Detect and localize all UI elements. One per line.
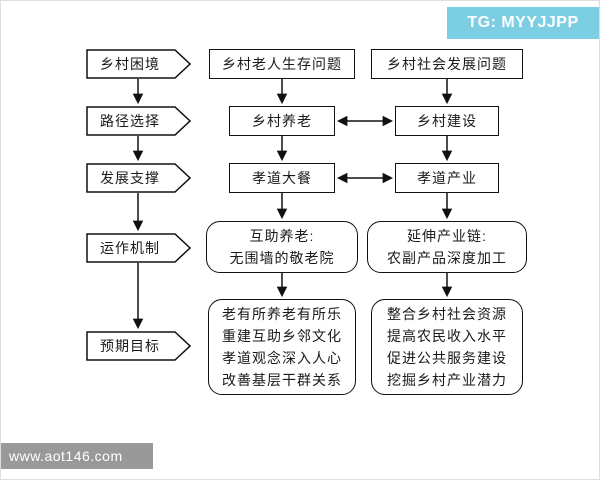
- village-mechanism-line: 农副产品深度加工: [387, 250, 507, 266]
- elder-goal-line: 老有所养老有所乐: [222, 306, 342, 322]
- elder-mechanism-line: 无围墙的敬老院: [229, 250, 335, 266]
- village-goal-line: 提高农民收入水平: [387, 328, 507, 344]
- village-mechanism-line: 延伸产业链:: [407, 228, 487, 244]
- elder-mechanism-box: 互助养老: 无围墙的敬老院: [206, 221, 358, 273]
- stage-box-goal: 预期目标: [86, 331, 191, 361]
- village-mechanism-box: 延伸产业链: 农副产品深度加工: [367, 221, 527, 273]
- telegram-watermark-badge: TG: MYYJJPP: [447, 7, 599, 39]
- pentagon-shape: [86, 331, 191, 361]
- elder-problem-box: 乡村老人生存问题: [209, 49, 355, 79]
- elder-support-box: 孝道大餐: [229, 163, 335, 193]
- village-support-box: 孝道产业: [395, 163, 499, 193]
- village-path-box: 乡村建设: [395, 106, 499, 136]
- village-problem-box: 乡村社会发展问题: [371, 49, 523, 79]
- village-goal-line: 促进公共服务建设: [387, 350, 507, 366]
- pentagon-shape: [86, 233, 191, 263]
- website-watermark: www.aot146.com: [1, 443, 153, 469]
- stage-label: 预期目标: [100, 338, 160, 354]
- stage-box-support: 发展支撑: [86, 163, 191, 193]
- stage-box-mechanism: 运作机制: [86, 233, 191, 263]
- pentagon-shape: [86, 106, 191, 136]
- elder-goal-line: 改善基层干群关系: [222, 372, 342, 388]
- pentagon-shape: [86, 49, 191, 79]
- stage-box-dilemma: 乡村困境: [86, 49, 191, 79]
- stage-label: 乡村困境: [100, 56, 160, 72]
- village-goal-box: 整合乡村社会资源 提高农民收入水平 促进公共服务建设 挖掘乡村产业潜力: [371, 299, 523, 395]
- stage-box-path-choice: 路径选择: [86, 106, 191, 136]
- elder-goal-line: 孝道观念深入人心: [222, 350, 342, 366]
- elder-mechanism-line: 互助养老:: [249, 228, 315, 244]
- stage-label: 运作机制: [100, 240, 160, 256]
- village-goal-line: 挖掘乡村产业潜力: [387, 372, 507, 388]
- stage-label: 路径选择: [100, 113, 160, 129]
- elder-goal-line: 重建互助乡邻文化: [222, 328, 342, 344]
- stage-label: 发展支撑: [100, 170, 160, 186]
- village-goal-line: 整合乡村社会资源: [387, 306, 507, 322]
- elder-path-box: 乡村养老: [229, 106, 335, 136]
- elder-goal-box: 老有所养老有所乐 重建互助乡邻文化 孝道观念深入人心 改善基层干群关系: [208, 299, 356, 395]
- pentagon-shape: [86, 163, 191, 193]
